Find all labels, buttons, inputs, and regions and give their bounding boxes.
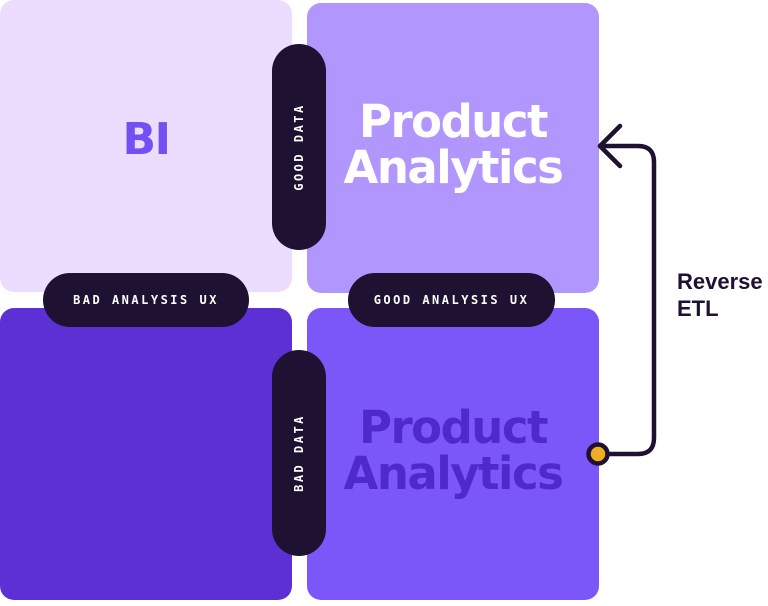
- good-data-pill: GOOD DATA: [272, 44, 326, 250]
- bi-label: BI: [122, 114, 171, 165]
- quadrant-empty: [0, 308, 292, 600]
- arrow-left-icon: [597, 123, 623, 169]
- dot-icon: [586, 442, 610, 466]
- pill-label: GOOD ANALYSIS UX: [373, 293, 530, 307]
- reverse-etl-line-2: ETL: [677, 296, 719, 321]
- quadrant-product-analytics-good: Product Analytics: [307, 3, 599, 293]
- reverse-etl-label: Reverse ETL: [677, 268, 763, 322]
- label-line-1: Product: [358, 95, 549, 148]
- product-analytics-label-bottom: Product Analytics: [307, 405, 599, 497]
- product-analytics-label-top: Product Analytics: [307, 99, 599, 191]
- quadrant-bi: BI: [0, 0, 292, 292]
- pill-label: BAD ANALYSIS UX: [73, 293, 219, 307]
- reverse-etl-line-1: Reverse: [677, 269, 763, 294]
- bad-analysis-ux-pill: BAD ANALYSIS UX: [43, 273, 249, 327]
- label-line-1: Product: [358, 401, 549, 454]
- good-analysis-ux-pill: GOOD ANALYSIS UX: [348, 273, 555, 327]
- label-line-2: Analytics: [343, 140, 564, 194]
- quadrant-product-analytics-bad: Product Analytics: [307, 308, 599, 600]
- label-line-2: Analytics: [343, 446, 564, 500]
- arrow-connector: [595, 143, 657, 457]
- bad-data-pill: BAD DATA: [272, 350, 326, 556]
